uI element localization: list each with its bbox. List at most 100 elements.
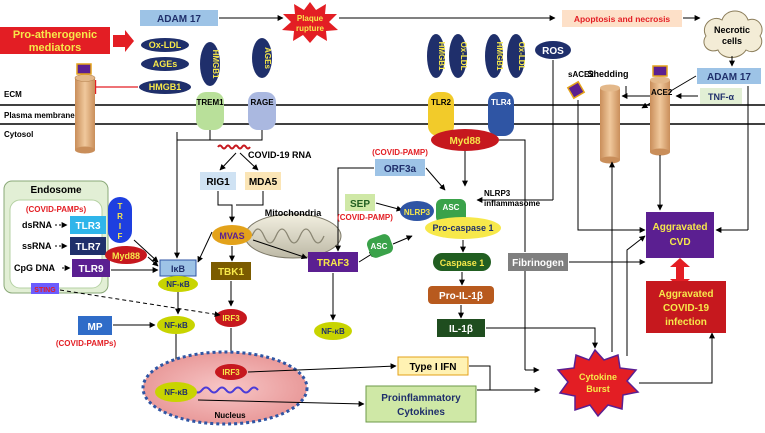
svg-text:ssRNA: ssRNA xyxy=(22,241,52,251)
svg-text:Pro-caspase 1: Pro-caspase 1 xyxy=(432,223,493,233)
svg-text:R: R xyxy=(117,212,123,221)
traf3-box: TRAF3 xyxy=(308,252,358,272)
rage-label: RAGE xyxy=(250,98,274,107)
svg-text:HMGB1: HMGB1 xyxy=(437,42,446,71)
membrane-lines xyxy=(0,104,765,125)
svg-text:TLR3: TLR3 xyxy=(76,221,101,232)
svg-text:HMGB1: HMGB1 xyxy=(211,50,220,79)
svg-text:TLR4: TLR4 xyxy=(491,98,512,107)
svg-text:CpG DNA: CpG DNA xyxy=(14,263,55,273)
ox-ldl-pill: Ox-LDL xyxy=(141,38,189,52)
svg-text:cells: cells xyxy=(722,36,742,46)
sace2-fragment: sACE2 xyxy=(566,70,594,100)
svg-text:TRAF3: TRAF3 xyxy=(317,258,350,269)
hmgb1-pill: HMGB1 xyxy=(139,80,191,94)
svg-text:TLR9: TLR9 xyxy=(79,264,104,275)
svg-text:F: F xyxy=(118,232,123,241)
left-membrane-channel xyxy=(74,63,96,154)
svg-text:ORF3a: ORF3a xyxy=(384,164,417,175)
nfkb-nucleus: NF-κB xyxy=(155,382,197,402)
tlr4-receptor: HMGB1 Ox-LDL TLR4 xyxy=(485,34,526,136)
svg-text:NLRP3: NLRP3 xyxy=(404,208,431,217)
svg-text:dsRNA: dsRNA xyxy=(22,220,53,230)
svg-text:Aggravated: Aggravated xyxy=(652,222,707,233)
aggravated-cvd-box: Aggravated CVD xyxy=(646,212,714,258)
irf3-nucleus: IRF3 xyxy=(215,364,247,380)
tbk1-box: TBK1 xyxy=(211,262,251,280)
svg-text:NF-κB: NF-κB xyxy=(164,321,188,330)
ikb-box: IκB xyxy=(159,259,197,277)
ace2-receptor: ACE2 xyxy=(650,65,673,156)
pro-atherogenic-mediators-box: Pro-atherogenic mediators xyxy=(0,27,110,54)
svg-text:Endosome: Endosome xyxy=(30,185,82,196)
svg-text:HMGB1: HMGB1 xyxy=(149,82,182,92)
svg-text:MDA5: MDA5 xyxy=(249,177,278,188)
svg-text:TBK1: TBK1 xyxy=(218,267,245,278)
svg-text:Ox-LDL: Ox-LDL xyxy=(149,40,182,50)
caspase1-pill: Caspase 1 xyxy=(433,253,491,271)
svg-text:ACE2: ACE2 xyxy=(651,88,673,97)
asc-small: ASC xyxy=(366,234,394,258)
svg-text:MP: MP xyxy=(88,322,103,333)
svg-text:(COVID-PAMP): (COVID-PAMP) xyxy=(337,213,393,222)
mp-box: MP (COVID-PAMPs) xyxy=(56,316,117,348)
svg-text:Mitochondria: Mitochondria xyxy=(265,208,322,218)
svg-text:sACE2: sACE2 xyxy=(568,70,594,79)
tnf-alpha-box: TNF-α xyxy=(700,88,742,104)
svg-text:SEP: SEP xyxy=(350,199,370,210)
svg-text:IRF3: IRF3 xyxy=(222,314,240,323)
svg-text:ASC: ASC xyxy=(443,203,460,212)
svg-text:AGEs: AGEs xyxy=(153,59,178,69)
svg-text:Ox-LDL: Ox-LDL xyxy=(517,42,526,71)
plaque-rupture-star: Plaque rupture xyxy=(282,2,338,43)
svg-text:I: I xyxy=(119,222,121,231)
rage-receptor: AGEs RAGE xyxy=(248,38,276,130)
trem1-receptor: HMGB1 TREM1 xyxy=(196,42,224,130)
nfkb-ikb: NF-κB xyxy=(158,276,198,292)
svg-text:(COVID-PAMPs): (COVID-PAMPs) xyxy=(56,339,117,348)
svg-text:NF-κB: NF-κB xyxy=(164,388,188,397)
svg-text:TNF-α: TNF-α xyxy=(708,92,734,102)
svg-text:NF-κB: NF-κB xyxy=(321,327,345,336)
trif-pill: T R I F xyxy=(108,197,132,243)
svg-text:Nucleus: Nucleus xyxy=(214,411,246,420)
trem1-label: TREM1 xyxy=(196,98,224,107)
svg-text:(COVID-PAMPs): (COVID-PAMPs) xyxy=(26,205,87,214)
svg-text:Cytokine: Cytokine xyxy=(579,372,617,382)
rig1-box: RIG1 xyxy=(200,172,236,190)
mitochondria: Mitochondria xyxy=(244,208,342,259)
nfkb-mid: NF-κB xyxy=(157,316,195,334)
adam17-top-box: ADAM 17 xyxy=(140,10,218,26)
svg-text:Fibrinogen: Fibrinogen xyxy=(512,258,564,269)
svg-text:Pro-IL-1β: Pro-IL-1β xyxy=(439,291,483,302)
svg-text:ASC: ASC xyxy=(371,242,388,251)
aggravated-covid-box: Aggravated COVID-19 infection xyxy=(646,281,726,333)
svg-text:Ox-LDL: Ox-LDL xyxy=(459,42,468,71)
svg-text:Myd88: Myd88 xyxy=(449,136,481,147)
svg-text:Apoptosis and necrosis: Apoptosis and necrosis xyxy=(574,14,671,24)
svg-text:Pro-atherogenic: Pro-atherogenic xyxy=(13,29,97,41)
svg-text:ADAM 17: ADAM 17 xyxy=(157,14,201,25)
svg-text:IκB: IκB xyxy=(171,264,186,274)
tlr3-box: TLR3 xyxy=(70,216,106,234)
tlr9-box: TLR9 xyxy=(72,259,110,277)
svg-text:T: T xyxy=(118,202,123,211)
ecm-label: ECM xyxy=(4,90,22,99)
ages-pill: AGEs xyxy=(141,57,189,71)
svg-text:Plaque: Plaque xyxy=(297,14,324,23)
irf3-mid: IRF3 xyxy=(215,309,247,327)
nlrp3-inflammasome: NLRP3 ASC Pro-caspase 1 NLRP3 inflammaso… xyxy=(400,189,541,239)
mavs-pill: MVAS xyxy=(212,225,252,245)
svg-text:rupture: rupture xyxy=(296,24,325,33)
svg-text:Necrotic: Necrotic xyxy=(714,25,750,35)
svg-text:NF-κB: NF-κB xyxy=(166,280,190,289)
svg-text:IL-1β: IL-1β xyxy=(449,324,473,335)
plasma-membrane-label: Plasma membrane xyxy=(4,111,75,120)
svg-text:(COVID-PAMP): (COVID-PAMP) xyxy=(372,148,428,157)
svg-text:STING: STING xyxy=(34,287,56,294)
svg-text:Caspase 1: Caspase 1 xyxy=(440,258,485,268)
svg-text:TLR7: TLR7 xyxy=(76,242,101,253)
fibrinogen-box: Fibrinogen xyxy=(508,253,568,271)
